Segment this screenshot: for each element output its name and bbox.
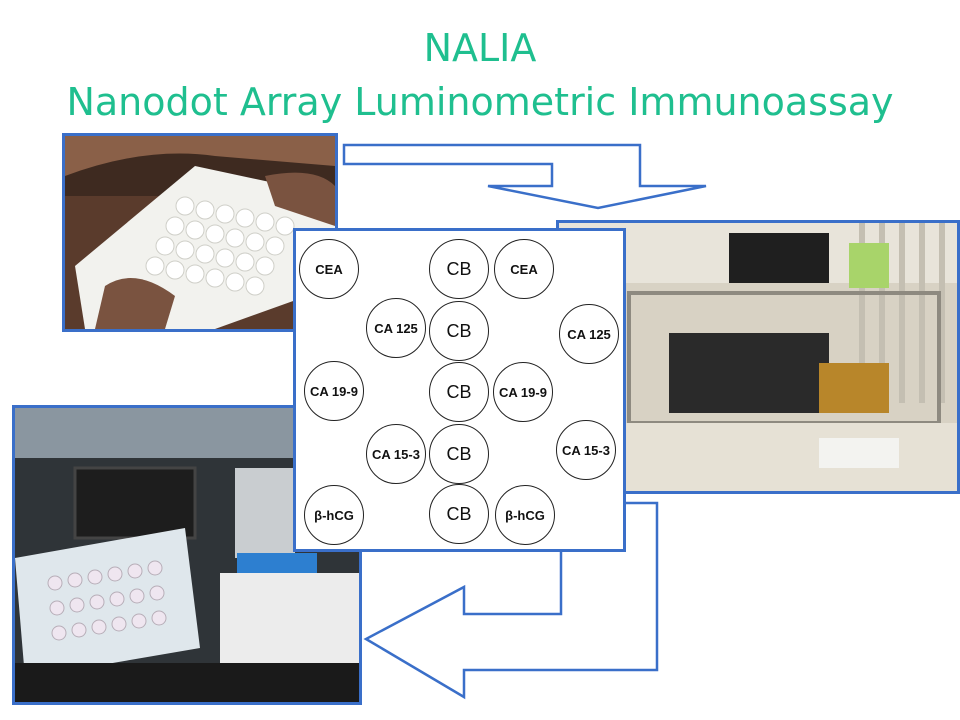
array-spot-control: CB — [429, 239, 489, 299]
slide-title: NALIA — [423, 26, 537, 70]
array-spot-control: CB — [429, 301, 489, 361]
array-spot: CA 15-3 — [556, 420, 616, 480]
array-spot-control: CB — [429, 362, 489, 422]
array-spot-control: CB — [429, 484, 489, 544]
array-spot: CA 15-3 — [366, 424, 426, 484]
array-spot: CA 125 — [559, 304, 619, 364]
array-spot: CA 125 — [366, 298, 426, 358]
array-spot: CEA — [299, 239, 359, 299]
array-spot: β-hCG — [495, 485, 555, 545]
array-spot: β-hCG — [304, 485, 364, 545]
photo-hand-holding-plate — [62, 133, 338, 332]
array-spot: CA 19-9 — [493, 362, 553, 422]
array-spot-control: CB — [429, 424, 489, 484]
array-spot: CA 19-9 — [304, 361, 364, 421]
nanodot-array-diagram: CEA CB CEA CA 125 CB CA 125 CA 19-9 CB C… — [293, 228, 626, 552]
arrow-down-right-icon — [342, 143, 707, 210]
slide-subtitle: Nanodot Array Luminometric Immunoassay — [66, 80, 894, 124]
array-spot: CEA — [494, 239, 554, 299]
